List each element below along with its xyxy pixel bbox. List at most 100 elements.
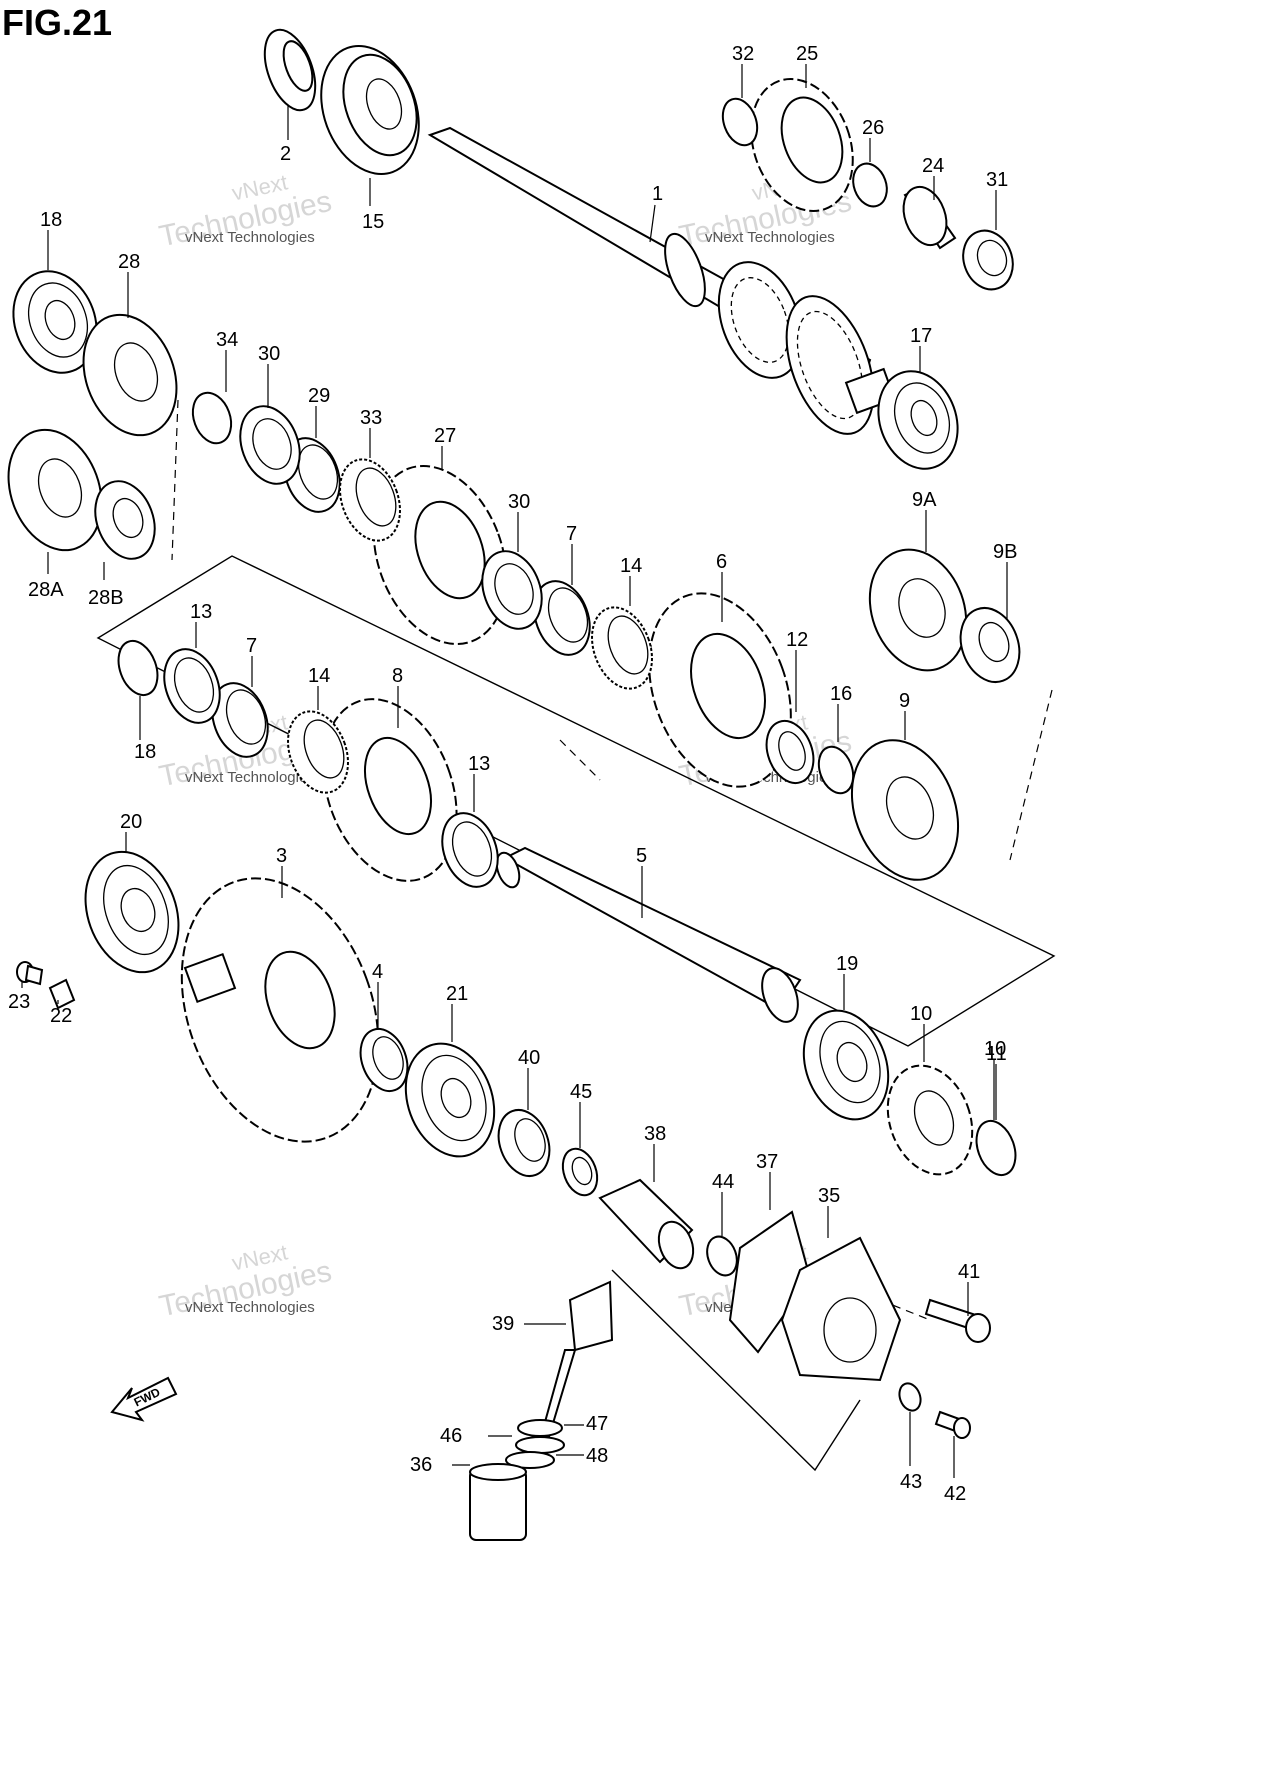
callout-label-25: 25 <box>796 43 818 65</box>
gear-8-part <box>322 698 458 882</box>
gear-25-part <box>750 78 854 212</box>
bolt-42-part <box>934 1410 971 1439</box>
callout-label-24: 24 <box>922 155 944 177</box>
washer-30-lower-part <box>481 550 543 630</box>
washer-47-part <box>517 1419 563 1437</box>
washer-45-part <box>561 1147 599 1197</box>
callout-label-45: 45 <box>570 1081 592 1103</box>
bearing-21-part <box>404 1042 496 1158</box>
bushing-7-lower-part <box>211 682 269 758</box>
callout-label-43: 43 <box>900 1471 922 1493</box>
callout-label-34: 34 <box>216 329 238 351</box>
collar-31-part <box>962 229 1014 291</box>
forward-direction-arrow: FWD <box>110 1376 178 1422</box>
callout-label-28a: 28A <box>28 579 64 601</box>
callout-label-31: 31 <box>986 169 1008 191</box>
gear-27-part <box>372 464 508 646</box>
washer-44-part <box>706 1235 738 1277</box>
plate-22-part <box>48 978 76 1010</box>
callout-label-40: 40 <box>518 1047 540 1069</box>
callout-label-12: 12 <box>786 629 808 651</box>
callout-label-4: 4 <box>372 961 383 983</box>
callout-label-27: 27 <box>434 425 456 447</box>
arrow-icon <box>110 1376 178 1422</box>
callout-layer: 12345677899A9B10101112131314141516171818… <box>8 43 1017 1505</box>
callout-label-9a: 9A <box>912 489 937 511</box>
bolt-41-part <box>924 1298 991 1343</box>
figure-title: FIG.21 <box>2 2 113 43</box>
callout-label-20: 20 <box>120 811 142 833</box>
bushing-36-part <box>469 1463 527 1541</box>
housing-35-part <box>780 1236 902 1382</box>
circlip-16-part <box>817 745 855 795</box>
assembly-dash <box>559 739 601 781</box>
callout-label-28: 28 <box>118 251 140 273</box>
watermark-caption: vNext Technologies <box>185 229 315 246</box>
callout-label-41: 41 <box>958 1261 980 1283</box>
bushing-4-part <box>359 1028 409 1092</box>
washer-30-upper-part <box>239 405 301 485</box>
washer-43-part <box>898 1382 922 1412</box>
oil-seal-part <box>263 28 317 112</box>
hub-9b-part <box>959 607 1021 683</box>
bolt-23-part <box>16 961 44 986</box>
callout-label-16: 16 <box>830 683 852 705</box>
main-shaft-part <box>427 126 896 435</box>
gear-28-part <box>82 313 178 437</box>
washer-13-upper-part <box>163 648 221 724</box>
bearing-19-part <box>802 1009 890 1121</box>
callout-label-36: 36 <box>410 1454 432 1476</box>
hub-28b-part <box>94 480 156 560</box>
callout-label-30: 30 <box>508 491 530 513</box>
callout-label-14: 14 <box>620 555 642 577</box>
bushing-7-upper-part <box>533 580 591 656</box>
callout-label-47: 47 <box>586 1413 608 1435</box>
callout-label-29: 29 <box>308 385 330 407</box>
callout-label-7: 7 <box>566 523 577 545</box>
speedo-drive-38-part <box>598 1178 695 1270</box>
oil-seal-48-part <box>505 1451 555 1469</box>
countershaft-part <box>495 846 802 1023</box>
washer-46-part <box>515 1436 565 1454</box>
bearing-20-part <box>84 850 180 974</box>
callout-label-42: 42 <box>944 1483 966 1505</box>
callout-label-9b: 9B <box>993 541 1017 563</box>
callout-label-7: 7 <box>246 635 257 657</box>
bearing-15-part <box>320 45 420 175</box>
callout-label-6: 6 <box>716 551 727 573</box>
watermark-caption: vNext Technologies <box>185 1299 315 1316</box>
gear-3-part <box>180 877 380 1143</box>
gear-9-part <box>850 739 960 881</box>
assembly-dash <box>879 1299 931 1321</box>
gear-28a-part <box>7 428 103 552</box>
callout-label-33: 33 <box>360 407 382 429</box>
assembly-frame-speedometer <box>611 1269 861 1472</box>
callout-label-35: 35 <box>818 1185 840 1207</box>
callout-label-13: 13 <box>468 753 490 775</box>
spacer-24-part <box>902 185 957 250</box>
needle-bearing-33-part <box>339 458 401 542</box>
circlip-34-part <box>191 391 233 445</box>
callout-label-17: 17 <box>910 325 932 347</box>
callout-label-19: 19 <box>836 953 858 975</box>
bushing-26-part <box>852 162 888 208</box>
gear-10-part <box>886 1064 974 1176</box>
gear-9a-part <box>868 548 968 672</box>
callout-label-9: 9 <box>899 690 910 712</box>
watermark-caption: vNext Technologies <box>705 229 835 246</box>
callout-label-5: 5 <box>636 845 647 867</box>
callout-label-1: 1 <box>652 183 663 205</box>
callout-label-26: 26 <box>862 117 884 139</box>
callout-label-38: 38 <box>644 1123 666 1145</box>
callout-label-2: 2 <box>280 143 291 165</box>
bearing-40-part <box>497 1109 551 1177</box>
callout-label-48: 48 <box>586 1445 608 1467</box>
callout-label-22: 22 <box>50 1005 72 1027</box>
callout-label-39: 39 <box>492 1313 514 1335</box>
callout-label-14: 14 <box>308 665 330 687</box>
bearing-17-part <box>877 370 959 470</box>
assembly-dash <box>171 399 179 561</box>
callout-label-44: 44 <box>712 1171 734 1193</box>
circlip-11-part <box>975 1119 1017 1177</box>
